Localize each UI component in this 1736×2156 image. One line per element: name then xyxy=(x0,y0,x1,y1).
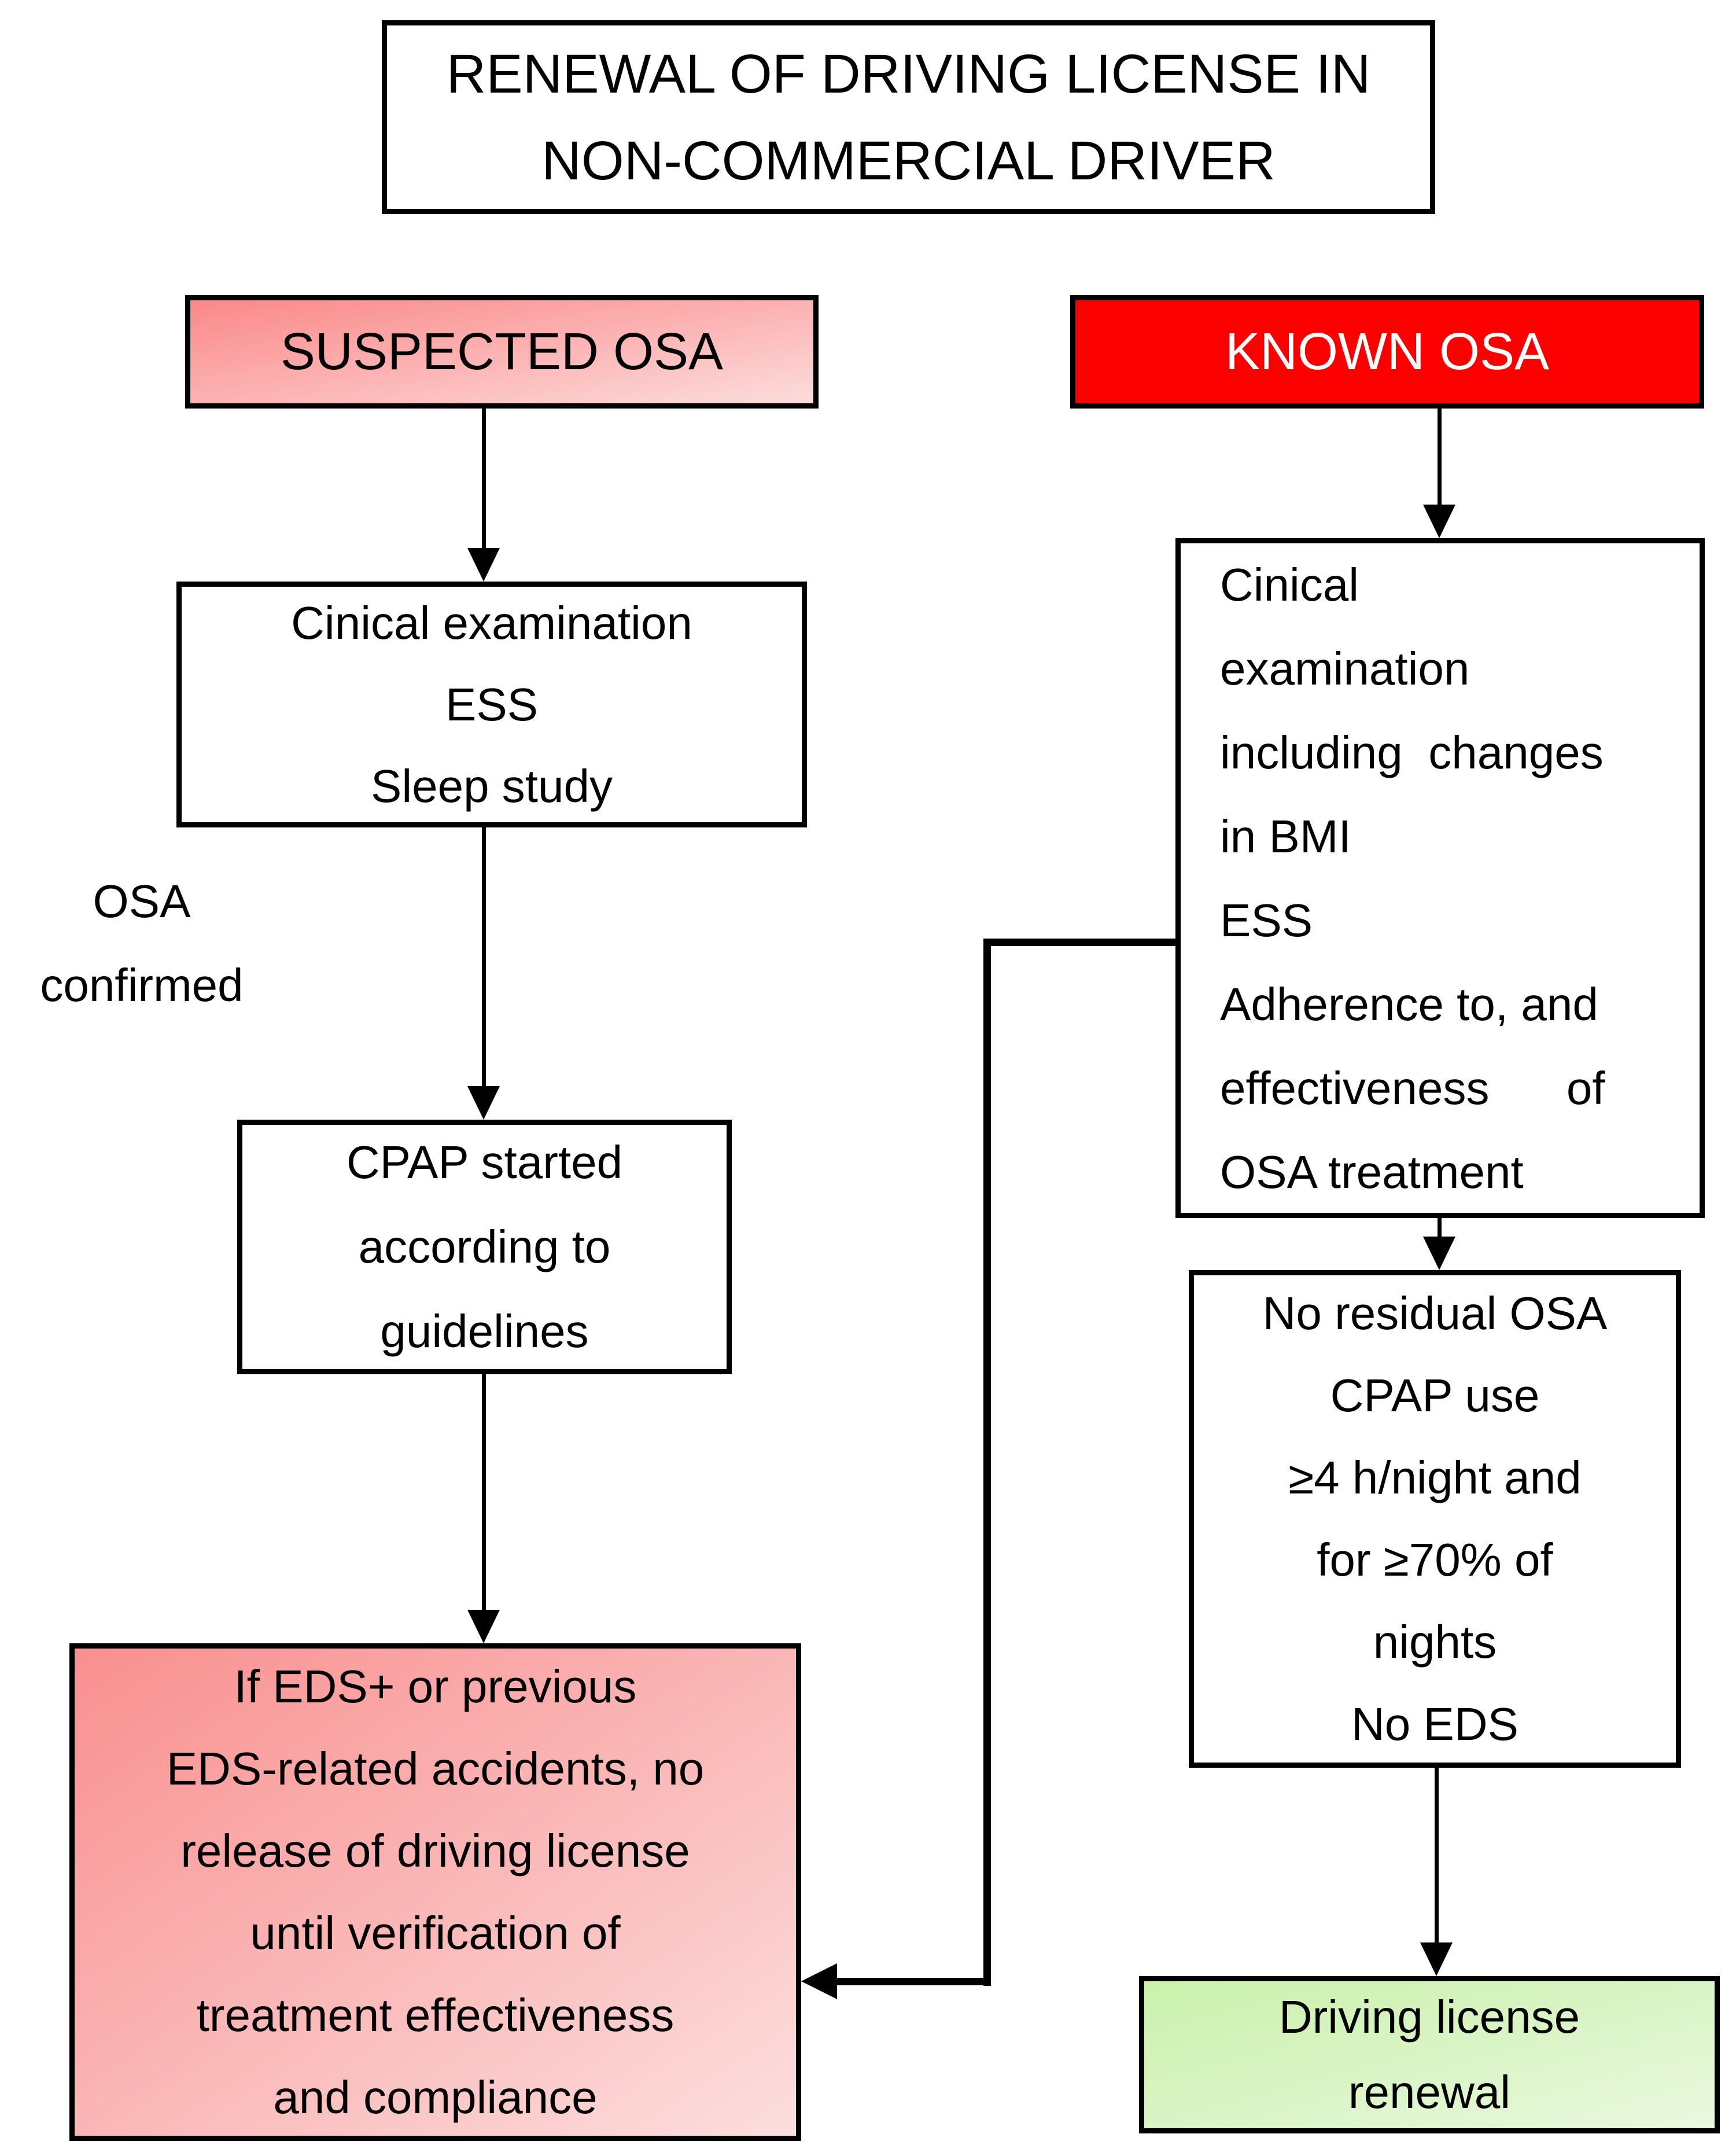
arrow-suspected-to-exam-head xyxy=(467,548,500,582)
arrow-exam-to-criteria-head xyxy=(1423,1237,1455,1270)
right-outcome-text: Driving license renewal xyxy=(1278,1991,1580,2118)
connector-exam-to-outcome-top-segment xyxy=(983,939,1175,946)
osa-confirmed-label: OSA confirmed xyxy=(40,875,244,1011)
arrow-cpap-to-outcome-head xyxy=(467,1610,500,1643)
connector-exam-to-outcome-vertical-segment xyxy=(983,939,991,1986)
known-osa-header-text: KNOWN OSA xyxy=(1225,323,1550,381)
arrow-exam-to-cpap-line xyxy=(482,827,486,1088)
title-text: RENEWAL OF DRIVING LICENSE IN NON-COMMER… xyxy=(446,43,1371,192)
left-outcome-box: If EDS+ or previous EDS-related accident… xyxy=(69,1643,801,2141)
arrow-exam-to-cpap-head xyxy=(467,1086,500,1120)
criteria-box: No residual OSA CPAP use ≥4 h/night and … xyxy=(1189,1270,1681,1768)
cpap-text: CPAP started according to guidelines xyxy=(346,1136,623,1357)
left-exam-text: Cinical examination ESS Sleep study xyxy=(291,597,692,812)
connector-exam-to-outcome-bottom-segment xyxy=(836,1978,987,1985)
right-exam-box: Cinical examination including changes in… xyxy=(1175,538,1705,1218)
right-exam-text: Cinical examination including changes in… xyxy=(1220,558,1605,1198)
left-outcome-text: If EDS+ or previous EDS-related accident… xyxy=(166,1661,705,2123)
title-box: RENEWAL OF DRIVING LICENSE IN NON-COMMER… xyxy=(382,20,1435,214)
arrow-cpap-to-outcome-line xyxy=(482,1374,486,1612)
arrow-suspected-to-exam-line xyxy=(482,409,486,550)
connector-exam-to-outcome-head xyxy=(801,1963,837,1999)
arrow-exam-to-criteria-line xyxy=(1438,1218,1442,1241)
arrow-criteria-to-renewal-head xyxy=(1420,1942,1453,1976)
arrow-criteria-to-renewal-line xyxy=(1435,1768,1439,1944)
cpap-box: CPAP started according to guidelines xyxy=(237,1120,732,1374)
suspected-osa-header-text: SUSPECTED OSA xyxy=(280,323,724,381)
suspected-osa-header-box: SUSPECTED OSA xyxy=(185,295,819,409)
arrow-known-to-exam-line xyxy=(1438,409,1442,507)
right-outcome-box: Driving license renewal xyxy=(1139,1976,1720,2133)
arrow-known-to-exam-head xyxy=(1423,505,1455,538)
known-osa-header-box: KNOWN OSA xyxy=(1070,295,1704,409)
left-exam-box: Cinical examination ESS Sleep study xyxy=(176,582,807,827)
criteria-text: No residual OSA CPAP use ≥4 h/night and … xyxy=(1262,1287,1608,1750)
